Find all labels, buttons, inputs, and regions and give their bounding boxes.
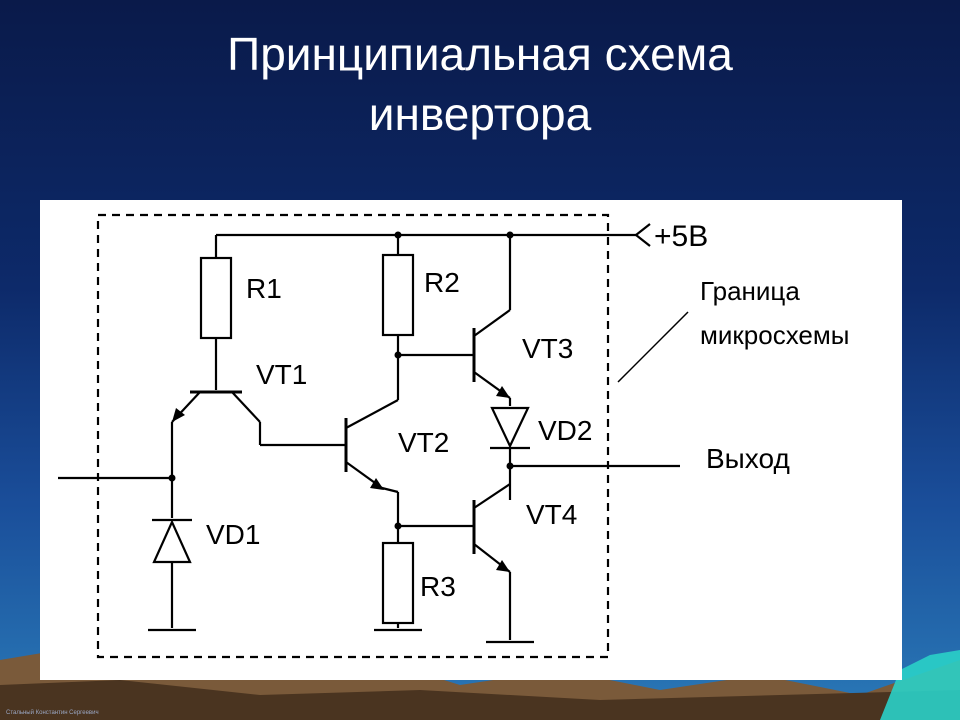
resistor-r3 xyxy=(381,541,415,625)
label-vt3: VT3 xyxy=(522,333,573,364)
label-r1: R1 xyxy=(246,273,282,304)
schematic-panel: R1 R2 R3 VT1 VT2 VT3 VT4 VD1 VD2 +5В Гра… xyxy=(40,200,902,680)
diode-vd2 xyxy=(490,406,530,449)
label-output: Выход xyxy=(706,443,790,474)
boundary-pointer-line xyxy=(617,311,689,383)
vt3-emitter-arrow xyxy=(496,386,510,398)
label-supply: +5В xyxy=(654,220,708,253)
chip-boundary xyxy=(96,213,610,659)
vt2-emitter-arrow xyxy=(370,478,384,490)
label-vt1: VT1 xyxy=(256,359,307,390)
junction-dot xyxy=(394,522,402,530)
junction-dot xyxy=(394,231,402,239)
label-vd2: VD2 xyxy=(538,415,592,446)
diode-vd1 xyxy=(152,519,192,564)
junction-dot xyxy=(506,462,514,470)
inverter-schematic: R1 R2 R3 VT1 VT2 VT3 VT4 VD1 VD2 +5В Гра… xyxy=(58,213,849,659)
junction-dot xyxy=(168,474,176,482)
title-line-1: Принципиальная схема xyxy=(227,28,733,80)
footer-author: Стальный Константин Сергеевич xyxy=(6,710,99,716)
resistor-r1 xyxy=(199,256,233,340)
resistor-r2 xyxy=(381,253,415,337)
title-line-2: инвертора xyxy=(368,88,592,140)
label-r2: R2 xyxy=(424,267,460,298)
supply-arrow xyxy=(634,223,651,247)
label-boundary-1: Граница xyxy=(700,276,800,306)
junction-dot xyxy=(506,231,514,239)
label-vt2: VT2 xyxy=(398,427,449,458)
junction-dot xyxy=(394,351,402,359)
vt4-emitter-arrow xyxy=(496,560,510,572)
label-vt4: VT4 xyxy=(526,499,577,530)
label-r3: R3 xyxy=(420,571,456,602)
vt1-emitter-arrow xyxy=(172,408,185,422)
slide-title: Принципиальная схема инвертора xyxy=(0,24,960,144)
label-vd1: VD1 xyxy=(206,519,260,550)
label-boundary-2: микросхемы xyxy=(700,320,849,350)
